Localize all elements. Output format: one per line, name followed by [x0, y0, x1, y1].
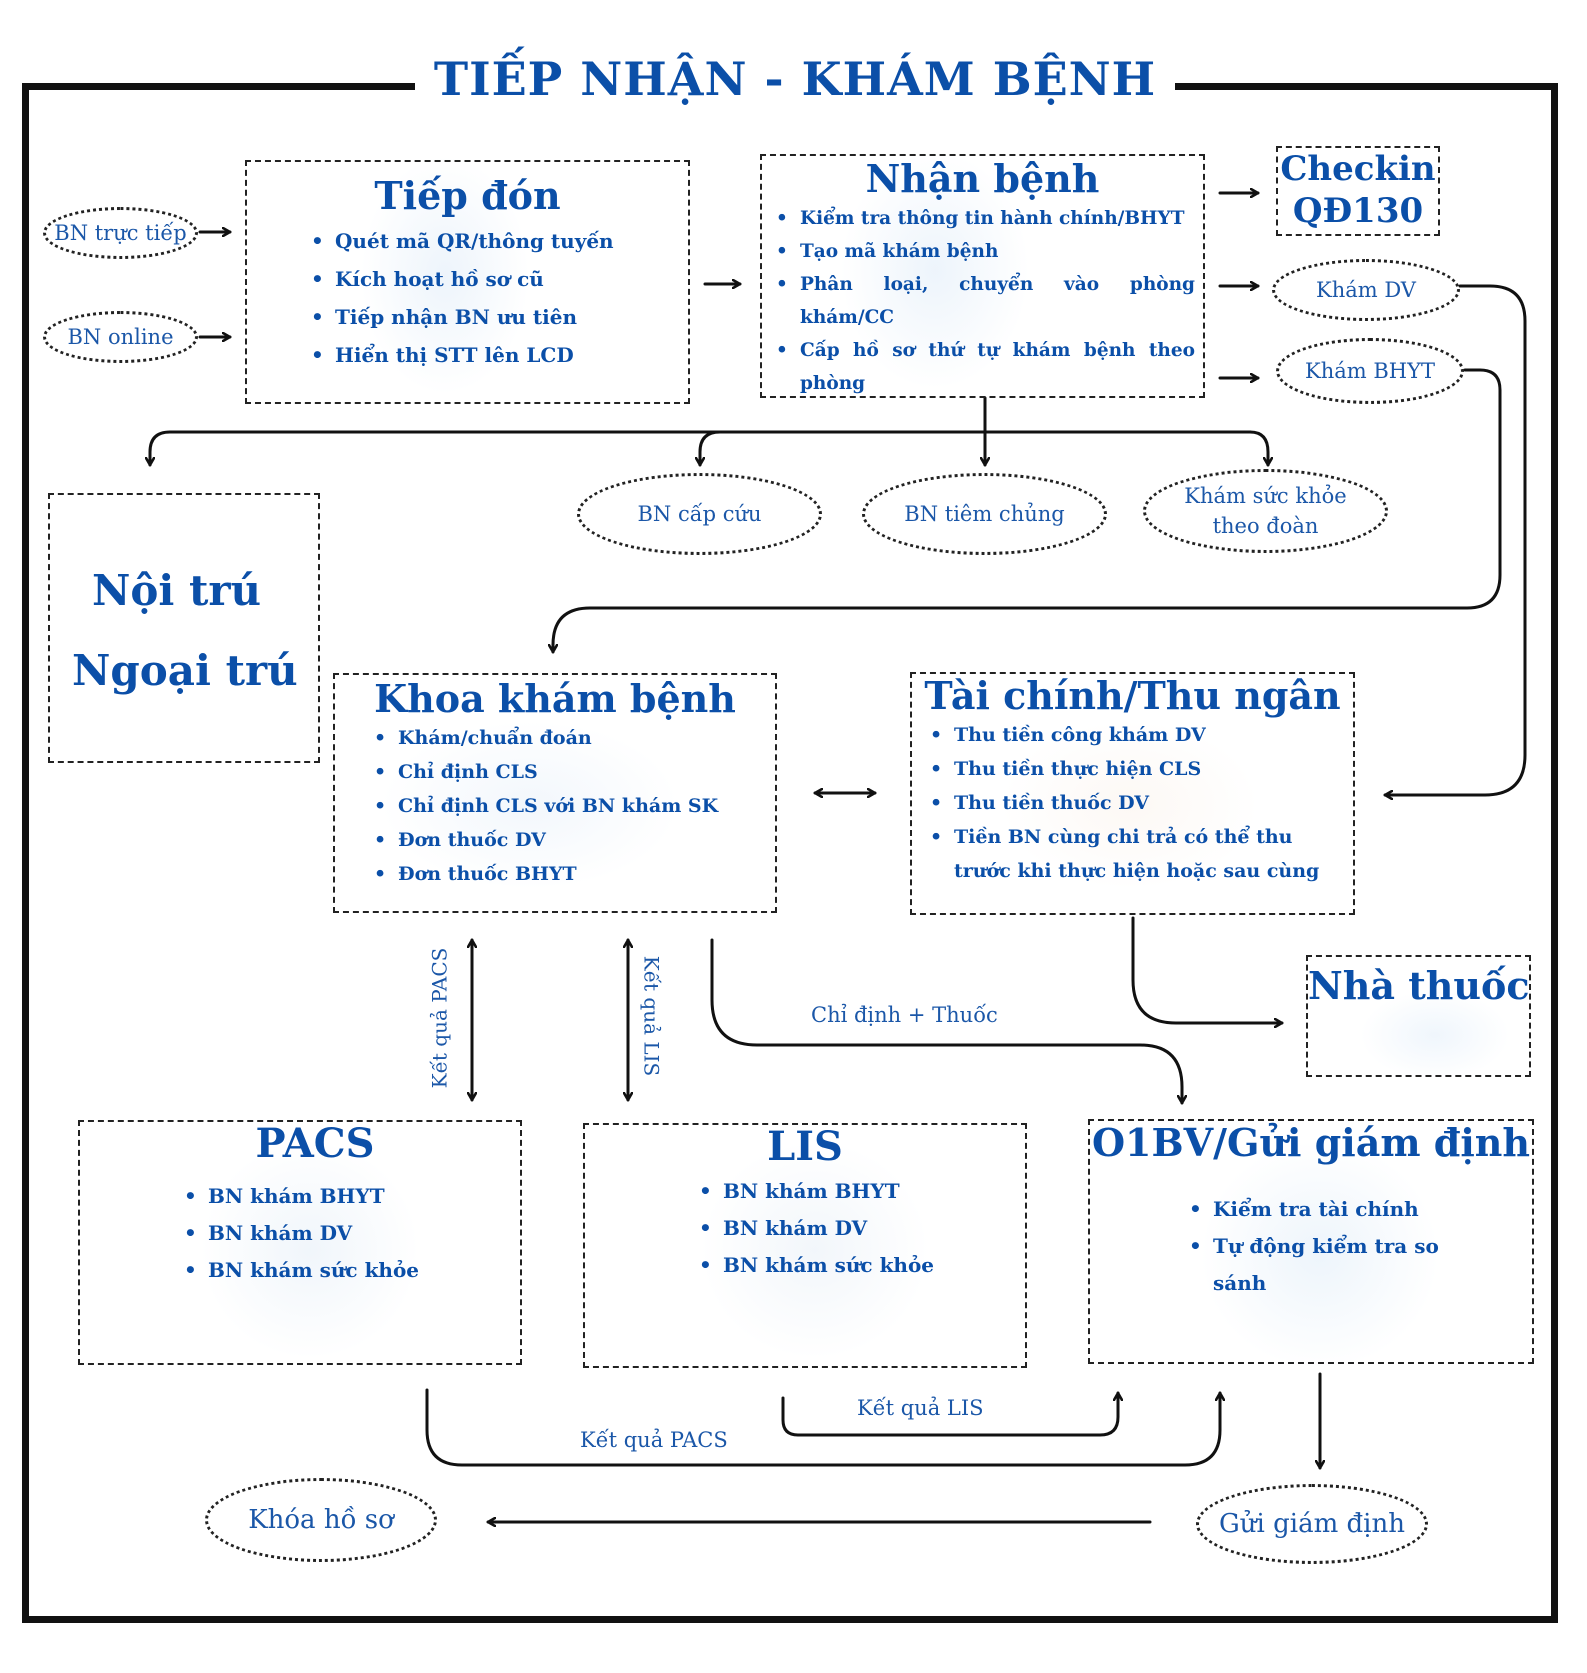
lis-box: LIS BN khám BHYT BN khám DV BN khám sức …: [583, 1123, 1027, 1368]
list-item: Tự động kiểm tra so sánh: [1185, 1228, 1485, 1302]
khoa-to-o1bv: [710, 938, 1182, 1105]
list-item: Phân loại, chuyển vào phòng khám/CC: [772, 268, 1195, 334]
list-item: Kích hoạt hồ sơ cũ: [307, 260, 688, 298]
khoa-kham-benh-list: Khám/chuẩn đoán Chỉ định CLS Chỉ định CL…: [370, 721, 775, 891]
nha-thuoc-title: Nhà thuốc: [1308, 963, 1530, 1008]
lis-list: BN khám BHYT BN khám DV BN khám sức khỏe: [695, 1173, 940, 1284]
list-item: Chỉ định CLS với BN khám SK: [370, 789, 775, 823]
ngoai-tru-label: Ngoại trú: [72, 646, 298, 695]
list-item: Tạo mã khám bệnh: [772, 235, 1195, 268]
bn-tiem-chung-oval: BN tiêm chủng: [862, 473, 1107, 555]
list-item: Khám/chuẩn đoán: [370, 721, 775, 755]
kham-suc-khoe-oval: Khám sức khỏe theo đoàn: [1143, 469, 1388, 553]
kham-bhyt-oval: Khám BHYT: [1276, 338, 1464, 404]
list-item: Tiếp nhận BN ưu tiên: [307, 298, 688, 336]
branch-suc-khoe: [1248, 430, 1268, 467]
gui-giam-dinh-oval: Gửi giám định: [1196, 1484, 1428, 1564]
o1bv-title: O1BV/Gửi giám định: [1091, 1120, 1531, 1165]
khoa-ho-so-oval: Khóa hồ sơ: [205, 1478, 437, 1562]
list-item: Chỉ định CLS: [370, 755, 775, 789]
list-item: BN khám DV: [695, 1210, 940, 1247]
tai-chinh-title: Tài chính/Thu ngân: [924, 673, 1341, 718]
list-item: Thu tiền thực hiện CLS: [926, 752, 1347, 786]
list-item: Kiểm tra tài chính: [1185, 1191, 1485, 1228]
pacs-to-o1bv: [425, 1388, 1220, 1467]
khoa-kham-benh-title: Khoa khám bệnh: [374, 676, 736, 721]
ket-qua-lis-label: Kết quả LIS: [857, 1396, 984, 1420]
tiep-don-list: Quét mã QR/thông tuyến Kích hoạt hồ sơ c…: [307, 222, 688, 374]
kham-bhyt-to-khoa-kham: [553, 368, 1502, 654]
bn-cap-cuu-oval: BN cấp cứu: [577, 473, 822, 555]
list-item: Kiểm tra thông tin hành chính/BHYT: [772, 202, 1195, 235]
checkin-box: Checkin QĐ130: [1276, 146, 1440, 236]
pharmacy-illustration: [1360, 990, 1510, 1080]
branch-noi-tru: [150, 430, 172, 467]
lis-title: LIS: [767, 1123, 843, 1170]
list-item: BN khám sức khỏe: [695, 1247, 940, 1284]
kham-dv-oval: Khám DV: [1272, 259, 1460, 321]
nhan-benh-title: Nhận bệnh: [865, 156, 1100, 201]
kham-dv-to-thu-ngan: [1383, 284, 1527, 795]
nhan-benh-box: Nhận bệnh Kiểm tra thông tin hành chính/…: [760, 154, 1205, 398]
list-item: BN khám BHYT: [180, 1178, 520, 1215]
checkin-line2: QĐ130: [1292, 191, 1424, 231]
ket-qua-lis-vertical-label: Kết quả LIS: [639, 955, 664, 1077]
list-item: BN khám sức khỏe: [180, 1252, 520, 1289]
pacs-box: PACS BN khám BHYT BN khám DV BN khám sức…: [78, 1120, 522, 1365]
list-item: Thu tiền công khám DV: [926, 718, 1347, 752]
nhan-benh-list: Kiểm tra thông tin hành chính/BHYT Tạo m…: [772, 202, 1195, 400]
ket-qua-pacs-label: Kết quả PACS: [580, 1428, 728, 1452]
ket-qua-pacs-vertical-label: Kết quả PACS: [427, 947, 452, 1089]
list-item: Đơn thuốc BHYT: [370, 857, 775, 891]
noi-tru-box: Nội trú Ngoại trú: [48, 493, 320, 763]
branch-cap-cuu: [700, 430, 722, 467]
list-item: Thu tiền thuốc DV: [926, 786, 1347, 820]
o1bv-box: O1BV/Gửi giám định Kiểm tra tài chính Tự…: [1088, 1119, 1534, 1364]
bn-online-oval: BN online: [43, 311, 198, 363]
pacs-list: BN khám BHYT BN khám DV BN khám sức khỏe: [180, 1178, 520, 1289]
list-item: Quét mã QR/thông tuyến: [307, 222, 688, 260]
list-item: Cấp hồ sơ thứ tự khám bệnh theo phòng: [772, 334, 1195, 400]
page-title: TIẾP NHẬN - KHÁM BỆNH: [415, 48, 1175, 110]
bn-truc-tiep-oval: BN trực tiếp: [43, 207, 198, 259]
list-item: BN khám DV: [180, 1215, 520, 1252]
o1bv-list: Kiểm tra tài chính Tự động kiểm tra so s…: [1185, 1191, 1485, 1302]
nha-thuoc-box: Nhà thuốc: [1306, 955, 1531, 1077]
checkin-line1: Checkin: [1280, 149, 1436, 189]
pacs-title: PACS: [255, 1120, 375, 1167]
list-item: Hiển thị STT lên LCD: [307, 336, 688, 374]
noi-tru-label: Nội trú: [92, 566, 262, 615]
lis-to-o1bv: [781, 1391, 1118, 1437]
list-item: BN khám BHYT: [695, 1173, 940, 1210]
thungan-to-nhathuoc: [1131, 916, 1284, 1023]
tai-chinh-box: Tài chính/Thu ngân Thu tiền công khám DV…: [910, 672, 1355, 915]
tiep-don-title: Tiếp đón: [374, 173, 561, 218]
list-item: Đơn thuốc DV: [370, 823, 775, 857]
tai-chinh-list: Thu tiền công khám DV Thu tiền thực hiện…: [926, 718, 1347, 888]
list-item: Tiền BN cùng chi trả có thể thu trước kh…: [926, 820, 1347, 888]
chi-dinh-thuoc-label: Chỉ định + Thuốc: [811, 1003, 998, 1027]
tiep-don-box: Tiếp đón Quét mã QR/thông tuyến Kích hoạ…: [245, 160, 690, 404]
khoa-kham-benh-box: Khoa khám bệnh Khám/chuẩn đoán Chỉ định …: [333, 673, 777, 913]
